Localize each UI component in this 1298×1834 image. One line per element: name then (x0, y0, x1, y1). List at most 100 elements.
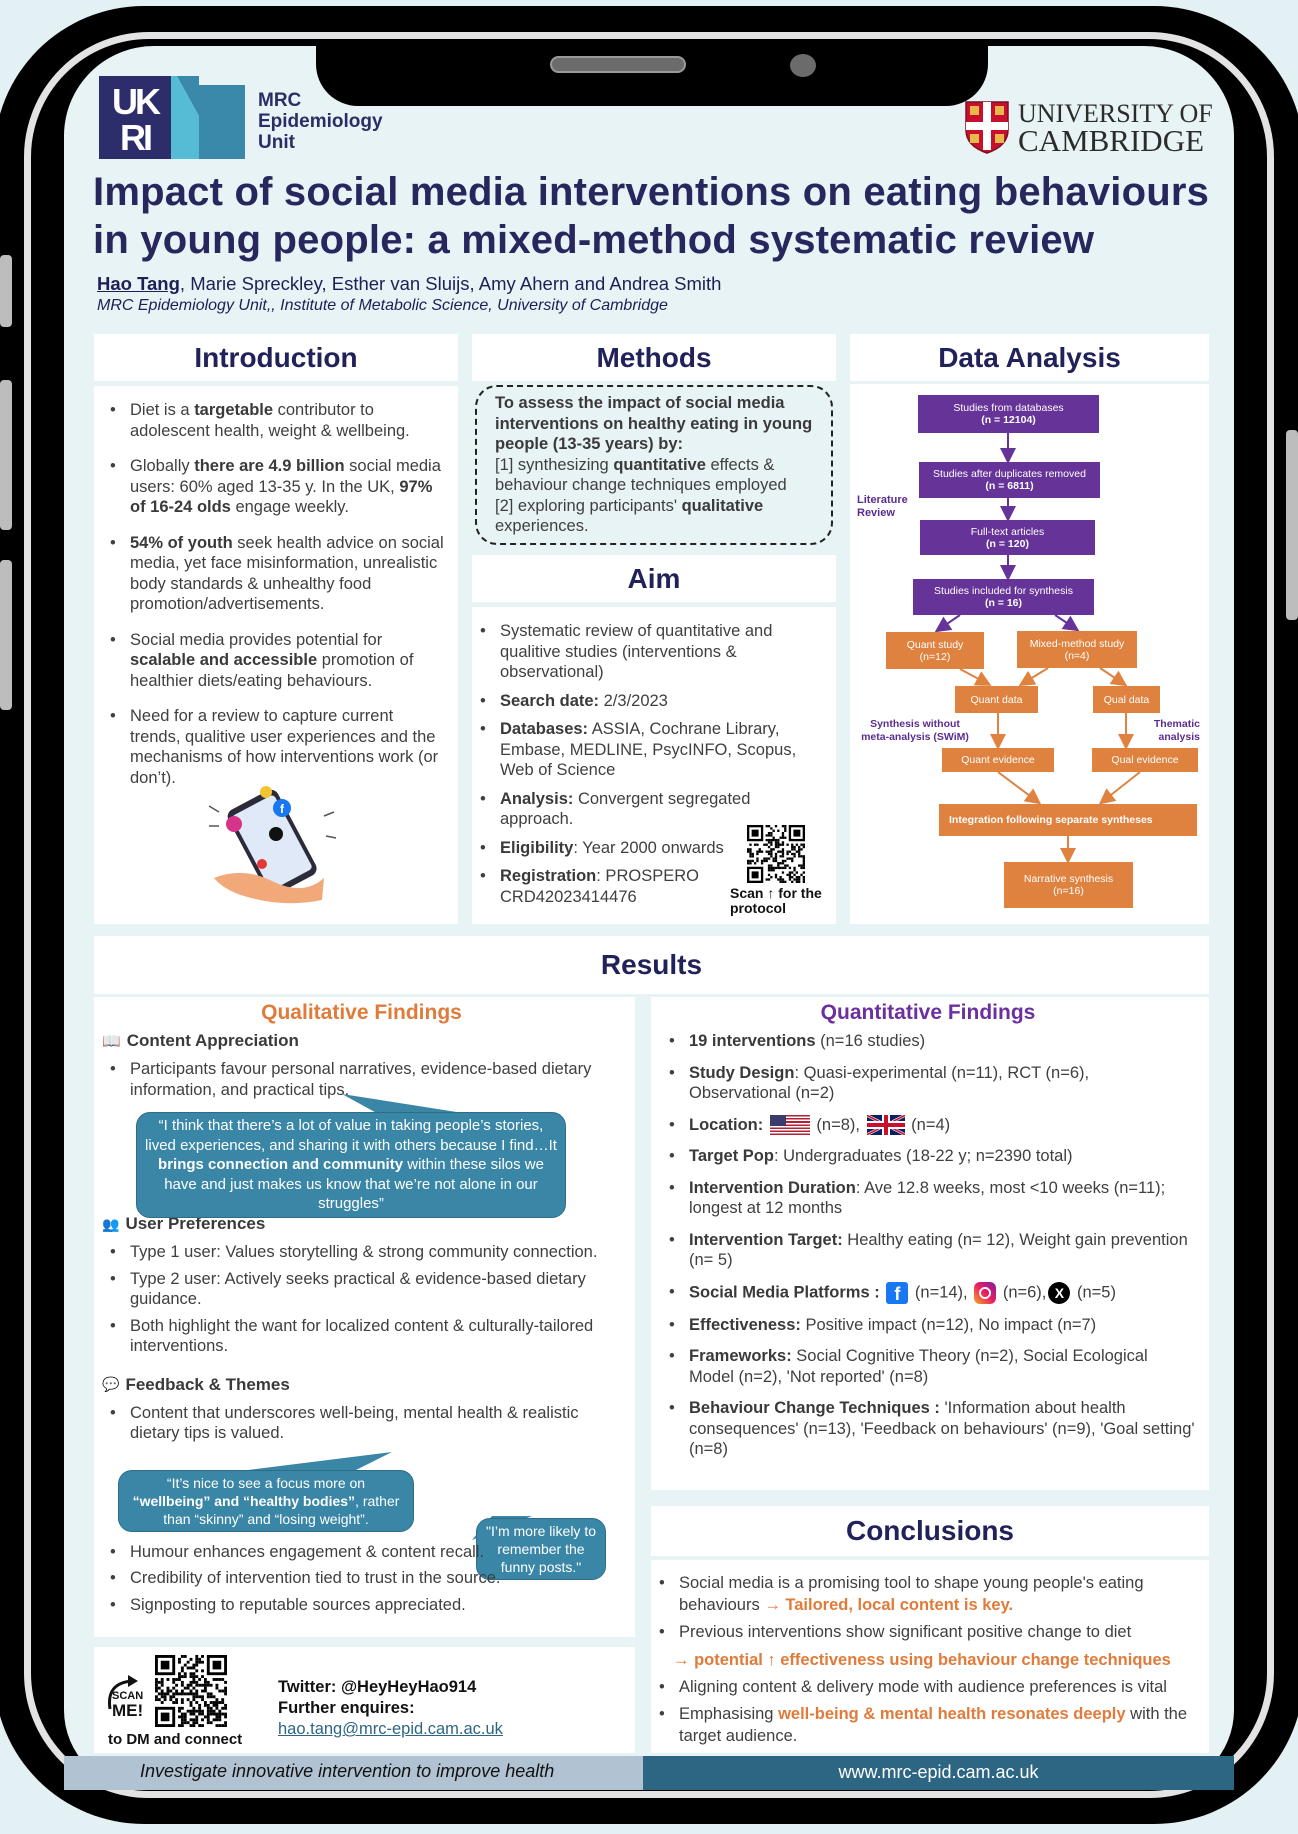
flow-box-label: Studies after duplicates removed (933, 468, 1086, 480)
text-segment: Positive impact (n=12), No impact (n=7) (800, 1315, 1097, 1334)
text-segment: seek health advice on social media, yet … (130, 533, 444, 614)
bold-text: Social Media Platforms : (689, 1283, 880, 1301)
bold-text: Behaviour Change Techniques : (689, 1399, 940, 1418)
flow-box-count: (n = 12104) (981, 414, 1036, 426)
text-segment: Both highlight the want for localized co… (130, 1316, 594, 1356)
text-segment: Previous interventions show significant … (679, 1623, 1132, 1641)
logo-line: Epidemiology (258, 111, 383, 132)
users-icon: 👥 (102, 1215, 120, 1232)
text-segment: Diet is a (130, 401, 195, 419)
bubble-tail (342, 1094, 482, 1116)
quantitative-findings-panel: Quantitative Findings 19 interventions (… (651, 997, 1209, 1490)
us-flag-icon (769, 1115, 810, 1136)
content-appreciation-list: Participants favour personal narratives,… (102, 1059, 621, 1100)
contact-qr-code[interactable] (155, 1655, 227, 1727)
section-title: Content Appreciation (126, 1031, 299, 1050)
bold-text: Databases: (500, 720, 589, 738)
list-item: Frameworks: Social Cognitive Theory (n=2… (661, 1346, 1195, 1387)
section-title: User Preferences (125, 1214, 266, 1233)
introduction-panel: Diet is a targetable contributor to adol… (94, 386, 458, 924)
bold-text: 97% of 16-24 olds (130, 477, 433, 517)
aim-list: Systematic review of quantitative and qu… (472, 621, 826, 907)
flow-box-label: Qual data (1103, 693, 1150, 706)
text-segment: [2] exploring participants' (495, 496, 682, 515)
conclusions-list: Social media is a promising tool to shap… (651, 1572, 1199, 1747)
flow-box-label: Full-text articles (970, 525, 1045, 538)
quote-bubble-community: “I think that there’s a lot of value in … (136, 1112, 566, 1218)
svg-text:f: f (280, 802, 285, 816)
footer-website-link[interactable]: www.mrc-epid.cam.ac.uk (643, 1756, 1234, 1790)
user-preferences-heading: 👥 User Preferences (102, 1214, 621, 1234)
text-segment: Globally (130, 457, 195, 475)
text-segment: “It’s nice to see a focus more on (166, 1474, 366, 1491)
swim-label: Synthesis without meta-analysis (SWiM) (861, 718, 969, 743)
quote-bubble-wellbeing: “It’s nice to see a focus more on “wellb… (118, 1469, 414, 1532)
book-icon: 📖 (102, 1033, 121, 1050)
quote-row: “I think that there’s a lot of value in … (102, 1094, 621, 1218)
text-segment: Participants favour personal narratives,… (130, 1060, 592, 1099)
bold-text: Eligibility (500, 838, 574, 857)
flow-box-fulltext: Full-text articles(n = 120) (920, 520, 1095, 555)
bold-text: quantitative (613, 455, 706, 474)
thematic-analysis-label: Thematic analysis (1153, 718, 1200, 743)
introduction-heading: Introduction (94, 334, 458, 381)
text-segment: : Undergraduates (18-22 y; n=2390 total) (773, 1147, 1073, 1166)
feedback-list: Content that underscores well-being, men… (102, 1403, 621, 1444)
flow-box-count: (n=4) (1064, 649, 1090, 662)
bold-text: Target Pop (689, 1147, 774, 1166)
protocol-qr-code[interactable] (747, 825, 805, 883)
email-link[interactable]: hao.tang@mrc-epid.cam.ac.uk (278, 1720, 503, 1738)
curved-arrow-icon (107, 1675, 138, 1710)
list-item: Aligning content & delivery mode with au… (651, 1676, 1199, 1698)
bold-text: 54% of youth (130, 533, 233, 552)
flow-box-qual-data: Qual data (1093, 686, 1160, 713)
bubble-tail (232, 1451, 392, 1472)
conclusions-panel: Social media is a promising tool to shap… (651, 1560, 1209, 1753)
arrow (997, 771, 1042, 805)
flow-box-label: Integration following separate syntheses (949, 814, 1153, 826)
text-segment: experiences. (495, 517, 589, 535)
text-segment: Systematic review of quantitative and qu… (500, 622, 773, 681)
university-name-line2: CAMBRIDGE (1018, 123, 1205, 158)
flow-box-label: Studies from databases (953, 402, 1064, 414)
flow-box-count: (n = 120) (986, 537, 1029, 550)
list-item: 54% of youth seek health advice on socia… (102, 533, 446, 615)
feedback-list-2: Humour enhances engagement & content rec… (102, 1542, 621, 1616)
list-item: Globally there are 4.9 billion social me… (102, 456, 446, 518)
text-segment: Social media is a promising tool to shap… (679, 1574, 1144, 1614)
twitter-handle[interactable]: Twitter: @HeyHeyHao914 (278, 1678, 477, 1696)
bold-text: To assess the impact of social media int… (495, 394, 813, 453)
introduction-list: Diet is a targetable contributor to adol… (102, 400, 446, 788)
text-segment: : PROSPERO CRD42023414476 (500, 867, 699, 906)
list-item: Search date: 2/3/2023 (472, 691, 826, 712)
text-segment: : Ave 12.8 weeks, most <10 weeks (n=11);… (689, 1178, 1166, 1218)
text-segment (880, 1283, 885, 1301)
flow-box-dedup: Studies after duplicates removed(n = 681… (919, 462, 1100, 498)
list-item: Diet is a targetable contributor to adol… (102, 400, 446, 441)
text-segment: Signposting to reputable sources appreci… (130, 1595, 466, 1614)
bold-text: Intervention Target: (689, 1230, 843, 1249)
text-segment: 'Information about health consequences' … (689, 1399, 1195, 1459)
quantitative-findings-heading: Quantitative Findings (820, 1001, 1036, 1024)
list-item: Registration: PROSPERO CRD42023414476 (472, 866, 826, 907)
university-name-line1: UNIVERSITY OF (1018, 99, 1213, 128)
instagram-icon (974, 1281, 997, 1304)
text-segment: Credibility of intervention tied to trus… (130, 1569, 501, 1587)
bold-text: brings connection and community (158, 1156, 404, 1173)
list-item: Social media provides potential for scal… (102, 630, 446, 692)
list-item: Social Media Platforms : f (n=14), (n=6)… (661, 1281, 1195, 1304)
bold-text: Registration (500, 867, 597, 885)
enquiries-label: Further enquires: (278, 1699, 415, 1717)
x-icon: X (1048, 1281, 1071, 1304)
flow-box-quant-data: Quant data (955, 686, 1038, 713)
text-segment: Aligning content & delivery mode with au… (679, 1678, 1167, 1696)
flow-box-label: Quant data (970, 693, 1023, 706)
arrow (1099, 667, 1128, 687)
text-segment: (n=6), (998, 1283, 1047, 1301)
bold-text: Effectiveness: (689, 1315, 801, 1334)
flow-box-label: Quant evidence (961, 754, 1035, 766)
list-item: Emphasising well-being & mental health r… (651, 1703, 1199, 1747)
list-item: Signposting to reputable sources appreci… (102, 1595, 621, 1616)
phone-side-button (1286, 430, 1298, 620)
logo-line: MRC (258, 90, 302, 111)
